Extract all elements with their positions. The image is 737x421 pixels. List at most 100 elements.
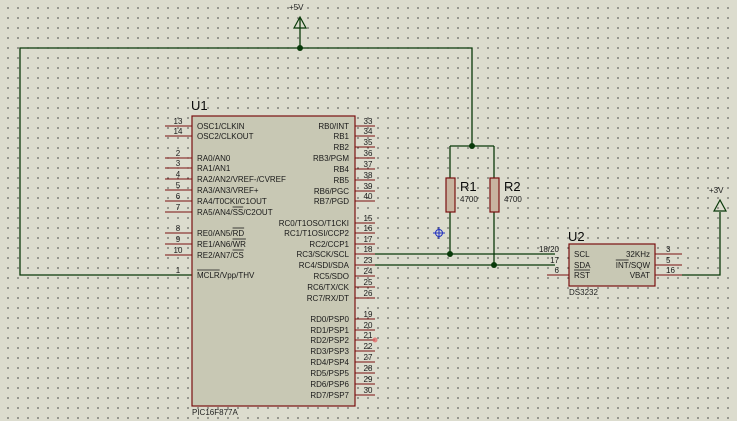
r2-body[interactable] (489, 177, 500, 213)
pin-label: INT/SQW (616, 261, 651, 270)
pin-label: RA3/AN3/VREF+ (197, 186, 259, 195)
pin-label: RB7/PGD (314, 197, 349, 206)
pin-number: 40 (364, 192, 373, 201)
resistor-r2[interactable]: R2 4700 (489, 177, 522, 213)
pin-number: 38 (364, 171, 373, 180)
u1-ref: U1 (191, 98, 208, 113)
pin-number: 8 (176, 224, 181, 233)
pin-number: 23 (364, 256, 373, 265)
pin-label: RB6/PGC (314, 187, 349, 196)
pin-label: RB4 (333, 165, 349, 174)
pin-number: 19 (364, 310, 373, 319)
pin-label: RE0/AN5/RD (197, 229, 244, 238)
wire-vcc5-pullups[interactable] (300, 47, 473, 146)
r2-ref: R2 (504, 179, 521, 194)
pin-number: 18/20 (539, 245, 560, 254)
pin-number: 29 (364, 375, 373, 384)
power-terminal-5v[interactable]: +5V (289, 3, 308, 29)
pin-number: 21 (364, 331, 373, 340)
pin-label: RD2/PSP2 (310, 336, 349, 345)
wire-vcc3-vbat[interactable] (682, 212, 721, 276)
junction (447, 251, 453, 257)
pin-highlight-marker (372, 337, 378, 343)
wires (19, 26, 721, 276)
u1-body[interactable] (191, 115, 356, 407)
power-label-5v: +5V (289, 3, 304, 12)
pin-number: 25 (364, 278, 373, 287)
pin-number: 30 (364, 386, 373, 395)
pin-number: 35 (364, 138, 373, 147)
pin-label: RC3/SCK/SCL (297, 250, 350, 259)
pin-label: RE2/AN7/CS (197, 251, 244, 260)
pin-label: RB5 (333, 176, 349, 185)
power-terminal-3v[interactable]: +3V (709, 186, 728, 212)
pin-label: SCL (574, 250, 590, 259)
pin-label: SDA (574, 261, 591, 270)
pin-number: 6 (555, 266, 560, 275)
pin-label: RC7/RX/DT (307, 294, 349, 303)
pin-number: 22 (364, 342, 373, 351)
crosshair-cursor-icon (433, 227, 445, 239)
pin-number: 5 (666, 256, 671, 265)
u2-ref: U2 (568, 229, 585, 244)
resistor-r1[interactable]: R1 4700 (445, 177, 478, 213)
pin-label: RD4/PSP4 (310, 358, 349, 367)
wire-vcc5-mclr[interactable] (19, 26, 301, 276)
pin-number: 20 (364, 321, 373, 330)
pin-number: 18 (364, 245, 373, 254)
pin-label: RD3/PSP3 (310, 347, 349, 356)
u1-pic16f877a[interactable]: U1 PIC16F877A 13OSC1/CLKIN14OSC2/CLKOUT2… (165, 98, 375, 417)
pin-label: RD0/PSP0 (310, 315, 349, 324)
junction (469, 143, 475, 149)
u2-body[interactable] (568, 243, 656, 287)
pin-label: RST (574, 271, 590, 280)
r1-ref: R1 (460, 179, 477, 194)
pin-label: RA1/AN1 (197, 164, 231, 173)
r1-body[interactable] (445, 177, 456, 213)
